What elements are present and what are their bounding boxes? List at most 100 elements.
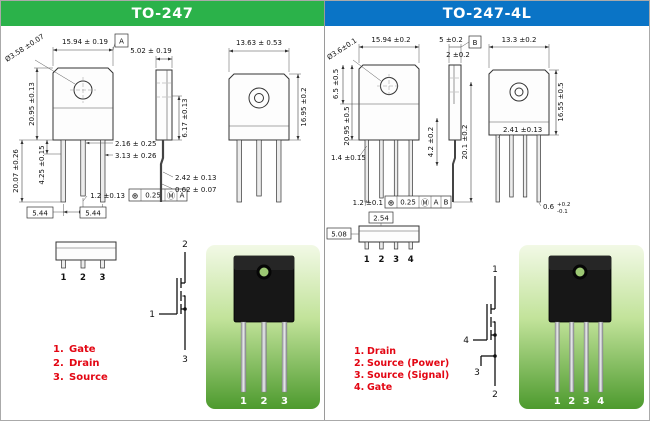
dim-hole-diameter: Ø3.58 ±0.07 — [4, 33, 46, 64]
dim-back-height: 16.55 ±0.5 — [557, 82, 565, 121]
legend-2-num: 2. — [53, 358, 64, 369]
to247-4l-drawing: Ø3.6±0.1 15.94 ±0.2 6.5 ±0.5 20.95 ±0.5 … — [326, 35, 644, 409]
legend-3-label: Source — [69, 372, 108, 383]
dim-side-thickness: 5.02 ± 0.19 — [130, 47, 172, 55]
position-tolerance: 0.25 — [400, 199, 416, 207]
fcf-datum-a: A — [180, 192, 185, 200]
dim-lead-shoulder: 4.25 ±0.15 — [38, 145, 46, 184]
dim-back-height: 16.95 ±0.2 — [300, 87, 308, 126]
legend-1-label: Drain — [367, 346, 396, 357]
legend-3-num: 3. — [53, 372, 64, 383]
legend-4-label: Gate — [367, 382, 392, 393]
dim-tab-height: 6.5 ±0.5 — [332, 69, 340, 99]
legend-3-label: Source (Signal) — [367, 370, 449, 381]
legend-1-num: 1. — [354, 346, 364, 357]
dim-pitch-a: 5.08 — [331, 231, 347, 239]
pin-legend: 1. Gate 2. Drain 3. Source — [53, 344, 108, 383]
datum-a-flag: A — [119, 38, 124, 46]
dim-lead-thickness: 1.2 ±0.1 — [353, 199, 383, 207]
bottom-pin-2: 2 — [378, 255, 384, 265]
photo-pin-4: 4 — [597, 396, 604, 407]
datum-b-flag: B — [473, 39, 478, 47]
dim-side-thickness: 5 ±0.2 — [439, 36, 463, 44]
dim-back-width: 13.63 ± 0.53 — [236, 39, 282, 47]
dim-mid: 4.2 ±0.2 — [427, 127, 435, 157]
legend-2-label: Source (Power) — [367, 358, 449, 369]
back-view: 13.63 ± 0.53 16.95 ±0.2 — [228, 39, 308, 203]
dim-body-width: 15.94 ±0.2 — [371, 36, 410, 44]
schematic-symbol: 2 1 3 — [149, 240, 188, 365]
schematic-pin-bottom: 2 — [492, 390, 498, 400]
photo-pin-3: 3 — [281, 396, 288, 407]
dim-body-width: 15.94 ± 0.19 — [62, 38, 108, 46]
mounting-hole — [256, 264, 272, 280]
front-view — [358, 64, 420, 203]
pin-legend: 1. Drain 2. Source (Power) 3. Source (Si… — [354, 346, 449, 393]
mounting-hole — [572, 264, 588, 280]
dim-side-lead-b: 0.62 ± 0.07 — [175, 186, 217, 194]
dim-side-tab: 6.17 ±0.13 — [181, 98, 189, 137]
position-symbol: ⊕ — [132, 192, 139, 201]
schematic-pin-top: 1 — [492, 265, 498, 275]
schematic-pin-top: 2 — [182, 240, 188, 250]
dim-side-lead-a: 2.42 ± 0.13 — [175, 174, 217, 182]
schematic-pin-gate: 4 — [463, 336, 469, 346]
dim-lead-tip-minus: -0.1 — [557, 209, 568, 215]
dim-pitch-b: 2.54 — [373, 215, 389, 223]
bottom-view: 1 2 3 — [55, 241, 117, 283]
panel-to247: TO-247 — [1, 1, 325, 420]
dim-lead-shoulder: 1.4 ±0.15 — [331, 154, 366, 162]
package-photo: 1 2 3 — [206, 245, 320, 409]
position-symbol: ⊕ — [388, 199, 395, 208]
feature-control-frame: ⊕ 0.25 Ⓜ A — [128, 188, 188, 202]
package-photo: 1 2 3 4 — [519, 245, 644, 409]
panel-header-to247-4l: TO-247-4L — [325, 1, 649, 26]
dim-hole-diameter: Ø3.6±0.1 — [326, 37, 359, 62]
fcf-datum-b: B — [444, 199, 449, 207]
dim-lead-length: 20.1 ±0.2 — [461, 125, 469, 160]
side-view: 5 ±0.2 B 2 ±0.2 4.2 ±0.2 20.1 ±0.2 — [427, 35, 482, 203]
legend-1-num: 1. — [53, 344, 64, 355]
bottom-pin-3: 3 — [393, 255, 399, 265]
panel-title-to247-4l: TO-247-4L — [442, 5, 532, 22]
photo-pin-1: 1 — [554, 396, 561, 407]
schematic-symbol: 1 4 3 2 — [463, 265, 498, 400]
schematic-pin-left: 1 — [149, 310, 155, 320]
dim-body-height: 20.95 ±0.13 — [28, 82, 36, 126]
dim-lead-tip-plus: +0.2 — [557, 202, 570, 208]
dim-lead-width-lower: 3.13 ± 0.26 — [115, 152, 157, 160]
front-view — [52, 67, 114, 203]
legend-4-num: 4. — [354, 382, 364, 393]
mmc-symbol: Ⓜ — [421, 199, 429, 208]
legend-2-num: 2. — [354, 358, 364, 369]
panel-header-to247: TO-247 — [1, 1, 324, 26]
photo-pin-1: 1 — [240, 396, 247, 407]
position-tolerance: 0.25 — [145, 192, 161, 200]
bottom-pin-2: 2 — [80, 273, 86, 283]
side-view: 5.02 ± 0.19 6.17 ±0.13 2.42 ± 0.13 0.62 … — [130, 47, 217, 202]
dim-lead-thickness: 1.2 ±0.13 — [90, 192, 125, 200]
schematic-pin-bottom: 3 — [182, 355, 188, 365]
panel-title-to247: TO-247 — [131, 5, 194, 22]
back-view: 13.3 ±0.2 16.55 ±0.5 2.41 ±0.13 0.6 +0.2… — [488, 36, 570, 215]
bottom-view: 5.08 2.54 1 2 3 4 — [326, 211, 420, 265]
to247-drawing: Ø3.58 ±0.07 15.94 ± 0.19 A 20.95 ±0.13 2… — [4, 33, 320, 409]
feature-control-frame: ⊕ 0.25 Ⓜ A B — [384, 195, 452, 209]
mmc-symbol: Ⓜ — [167, 192, 175, 201]
legend-1-label: Gate — [69, 344, 96, 355]
bottom-pin-3: 3 — [100, 273, 106, 283]
dim-pitch-1: 5.44 — [32, 210, 48, 218]
dim-lead-tip: 0.6 — [543, 203, 555, 211]
dim-back-lead: 2.41 ±0.13 — [503, 126, 542, 134]
photo-pin-2: 2 — [568, 396, 575, 407]
dim-lead-length: 20.07 ±0.26 — [12, 149, 20, 193]
panel-to247-4l: TO-247-4L — [325, 1, 649, 420]
photo-pin-2: 2 — [261, 396, 268, 407]
bottom-pin-1: 1 — [364, 255, 370, 265]
dim-tab-thickness: 2 ±0.2 — [446, 51, 470, 59]
bottom-pin-1: 1 — [61, 273, 67, 283]
photo-pin-3: 3 — [583, 396, 590, 407]
dim-lead-width-upper: 2.16 ± 0.25 — [115, 140, 157, 148]
dim-pitch-2: 5.44 — [85, 210, 101, 218]
